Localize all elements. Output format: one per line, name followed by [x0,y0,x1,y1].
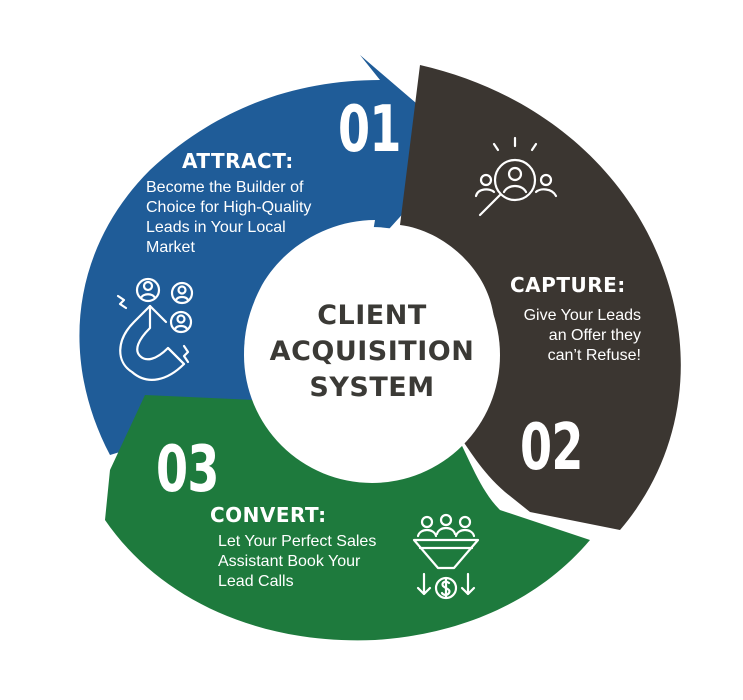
capture-description-line: can’t Refuse! [547,347,641,364]
attract-description-line: Leads in Your Local [146,219,286,236]
attract-number: 01 [338,93,401,167]
capture-description-line: an Offer they [548,327,641,344]
capture-number: 02 [520,411,583,485]
convert-description: Let Your Perfect Sales Assistant Book Yo… [218,532,376,592]
center-title: CLIENT ACQUISITION SYSTEM [258,298,486,406]
center-title-line: ACQUISITION [269,336,475,367]
attract-description: Become the Builder of Choice for High-Qu… [146,178,311,258]
center-title-line: CLIENT [317,300,427,331]
attract-description-line: Become the Builder of [146,179,304,196]
magnet-people-icon [116,277,194,381]
attract-heading: ATTRACT: [182,149,294,173]
convert-description-line: Lead Calls [218,573,294,590]
funnel-dollar-icon [412,513,480,600]
center-circle [244,227,500,483]
capture-description-line: Give Your Leads [523,307,641,324]
convert-description-line: Assistant Book Your [218,553,361,570]
attract-description-line: Choice for High-Quality [146,199,312,216]
convert-description-line: Let Your Perfect Sales [218,533,377,550]
attract-description-line: Market [146,239,195,256]
convert-heading: CONVERT: [210,503,327,527]
capture-description: Give Your Leads an Offer they can’t Refu… [513,306,641,366]
center-title-line: SYSTEM [309,372,435,403]
capture-segment [400,65,681,530]
capture-heading: CAPTURE: [510,273,626,297]
convert-number: 03 [156,433,219,507]
magnifier-person-icon [474,136,558,217]
